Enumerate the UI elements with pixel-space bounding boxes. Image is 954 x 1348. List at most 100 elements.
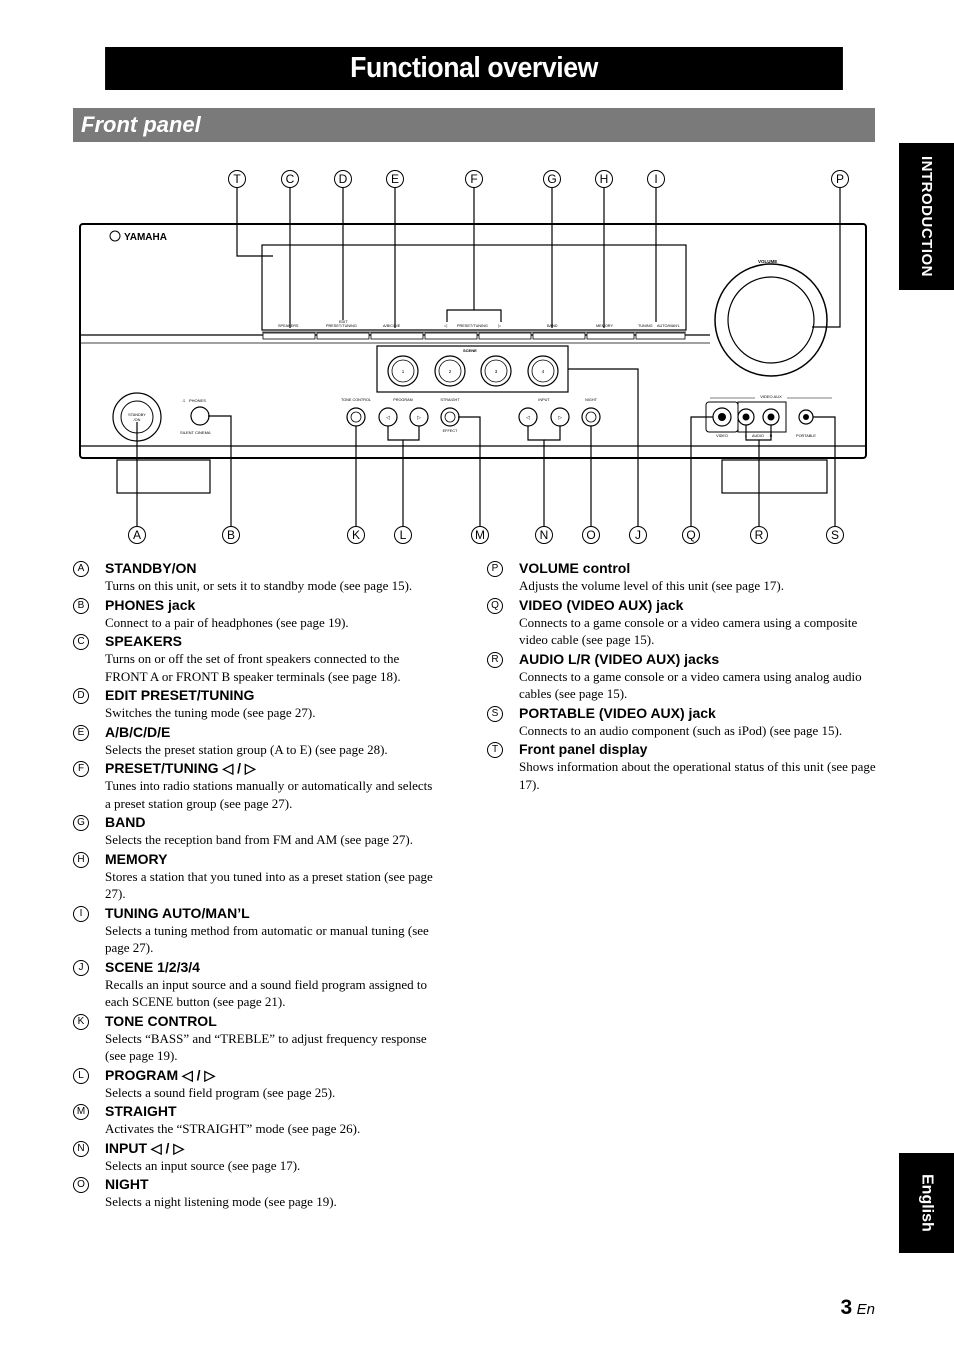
tone-control-button[interactable] [350, 411, 362, 423]
callout-c: C [281, 170, 299, 188]
item-desc: Recalls an input source and a sound fiel… [105, 976, 428, 1010]
brand-label: YAMAHA [124, 232, 167, 243]
straight-label: STRAIGHT [440, 398, 460, 402]
item-heading: BAND [105, 814, 146, 830]
item-desc: Activates the “STRAIGHT” mode (see page … [105, 1121, 361, 1136]
scene-label: SCENE [463, 348, 477, 353]
left-arrow-icon: ◁ [444, 324, 448, 328]
tab-english[interactable]: English [899, 1153, 954, 1253]
item-heading: SCENE 1/2/3/4 [105, 958, 200, 975]
item-desc: Selects a sound field program (see page … [105, 1084, 336, 1100]
section-heading: Front panel [73, 108, 875, 142]
item-heading: EDIT PRESET/TUNING [105, 687, 255, 703]
item-desc: Selects a night listening mode (see page… [105, 1194, 337, 1209]
edit-preset-tuning-button[interactable] [316, 332, 370, 340]
item-heading: MEMORY [105, 850, 168, 867]
page-number-value: 3 [840, 1296, 853, 1319]
item-heading: SPEAKERS [105, 633, 183, 649]
straight-button[interactable] [444, 411, 456, 423]
tone-control-label: TONE CONTROL [341, 398, 371, 402]
item-heading: PHONES jack [105, 596, 196, 613]
leader-lines [136, 188, 841, 527]
video-jack[interactable] [718, 413, 726, 421]
edit-label: EDIT [339, 320, 348, 324]
item-heading: NIGHT [105, 1176, 149, 1192]
callout-h: H [595, 170, 613, 188]
speakers-button[interactable] [262, 332, 316, 340]
abcde-label: A/B/C/D/E [383, 324, 401, 328]
item-desc: Connects to a game console or a video ca… [519, 668, 862, 702]
input-right-icon: ▷ [558, 415, 562, 421]
scene-4-button[interactable] [531, 359, 555, 383]
preset-tuning-right-button[interactable] [478, 332, 532, 340]
marker-s: S [487, 705, 503, 722]
item-desc: Selects an input source (see page 17). [105, 1157, 301, 1173]
tab-introduction[interactable]: INTRODUCTION [899, 143, 954, 290]
item-heading: INPUT ◁ / ▷ [105, 1139, 185, 1156]
scene-3-button[interactable] [484, 359, 508, 383]
preset-tuning-left-button[interactable] [424, 332, 478, 340]
item-heading: PROGRAM ◁ / ▷ [105, 1066, 216, 1083]
audio-l-jack[interactable] [742, 413, 750, 421]
callout-b: B [222, 526, 240, 544]
phones-label: PHONES [189, 398, 206, 403]
marker-h: H [73, 851, 89, 868]
marker-e: E [73, 724, 89, 741]
abcde-button[interactable] [370, 332, 424, 340]
video-aux-label: VIDEO AUX [760, 394, 782, 399]
callout-l: L [394, 526, 412, 544]
tuning-auto-man-button[interactable] [635, 332, 686, 340]
callout-i: I [647, 170, 665, 188]
program-label: PROGRAM [393, 398, 413, 402]
band-button[interactable] [532, 332, 586, 340]
marker-t: T [487, 742, 503, 758]
item-heading: TONE CONTROL [105, 1012, 217, 1029]
scene-2-button[interactable] [438, 359, 462, 383]
marker-j: J [73, 959, 89, 976]
item-desc: Tunes into radio stations manually or au… [105, 778, 433, 811]
callout-r: R [750, 526, 768, 544]
marker-b: B [73, 597, 89, 614]
callout-k: K [347, 526, 365, 544]
audio-r-jack[interactable] [767, 413, 775, 421]
effect-label: EFFECT [443, 429, 458, 433]
item-desc: Selects a tuning method from automatic o… [105, 922, 429, 956]
video-label: VIDEO [716, 434, 728, 438]
memory-button[interactable] [586, 332, 635, 340]
auto-man-label: AUTO/MAN'L [657, 324, 680, 328]
item-desc: Turns on this unit, or sets it to standb… [105, 578, 413, 593]
scene-1-button[interactable] [391, 359, 415, 383]
phones-jack[interactable] [190, 406, 210, 426]
callout-o: O [582, 526, 600, 544]
night-label: NIGHT [585, 398, 597, 402]
page-language: En [856, 1301, 875, 1318]
scene-4-label: 4 [542, 369, 545, 374]
marker-r: R [487, 651, 503, 668]
portable-jack[interactable] [803, 414, 809, 420]
callout-d: D [334, 170, 352, 188]
marker-k: K [73, 1013, 89, 1030]
item-desc: Stores a station that you tuned into as … [105, 868, 433, 902]
marker-a: A [73, 561, 89, 577]
volume-control[interactable] [727, 276, 815, 364]
marker-m: M [73, 1104, 89, 1120]
night-button[interactable] [585, 411, 597, 423]
item-heading: VOLUME control [519, 560, 631, 576]
tab-introduction-label: INTRODUCTION [918, 156, 935, 277]
marker-f: F [73, 761, 89, 777]
standby-label: STANDBY [128, 413, 146, 417]
display-buttons [262, 332, 686, 340]
